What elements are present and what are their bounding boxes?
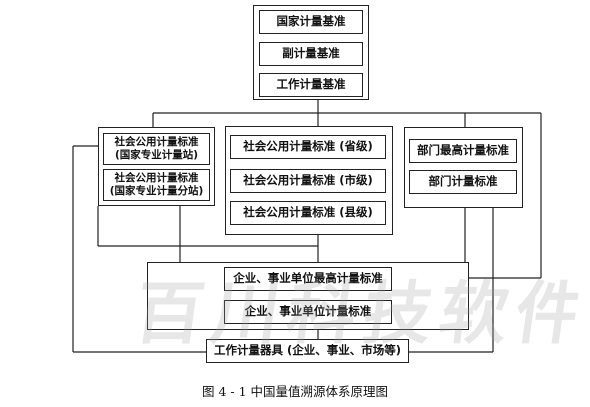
enterprise-standard: 企业、事业单位计量标准 — [224, 300, 392, 324]
social-city-standard: 社会公用计量标准 (市级) — [230, 169, 386, 193]
national-working-standard: 工作计量基准 — [259, 73, 363, 97]
national-primary-standard: 国家计量基准 — [259, 10, 363, 34]
enterprise-top-standard: 企业、事业单位最高计量标准 — [224, 267, 392, 291]
social-county-standard: 社会公用计量标准 (县级) — [230, 201, 386, 225]
social-national-substation: 社会公用计量标准 (国家专业计量分站) — [103, 169, 210, 201]
social-province-standard: 社会公用计量标准 (省级) — [230, 135, 386, 159]
working-instruments: 工作计量器具 (企业、事业、市场等) — [206, 339, 409, 363]
figure-caption: 图 4 - 1 中国量值溯源体系原理图 — [201, 384, 389, 399]
department-top-standard: 部门最高计量标准 — [409, 139, 517, 163]
department-standard: 部门计量标准 — [409, 170, 517, 194]
national-secondary-standard: 副计量基准 — [259, 42, 363, 66]
social-national-station: 社会公用计量标准 (国家专业计量站) — [103, 133, 210, 165]
